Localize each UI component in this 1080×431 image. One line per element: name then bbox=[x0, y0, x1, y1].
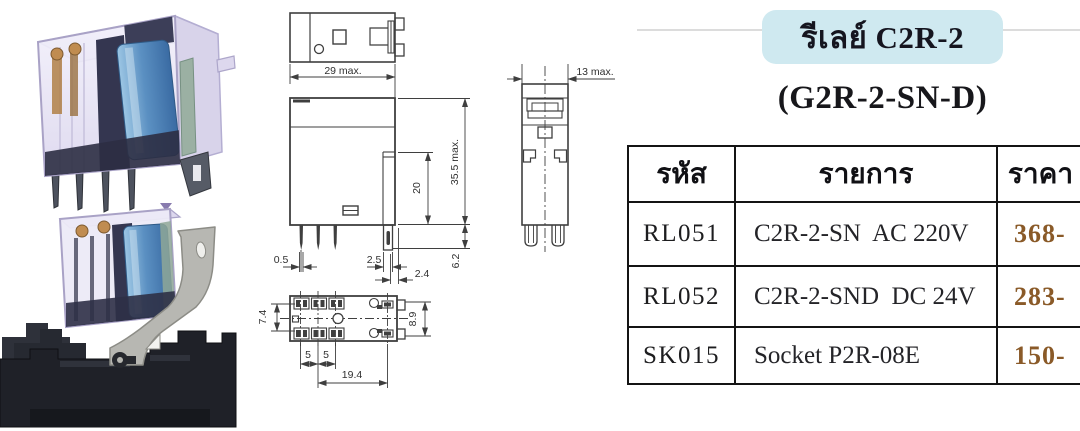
relay-socket-photo-art bbox=[0, 203, 237, 428]
dim-label-20: 20 bbox=[411, 182, 423, 194]
dim-label-35-5: 35.5 max. bbox=[449, 139, 461, 185]
col-header-price: ราคา bbox=[996, 145, 1080, 203]
front-view bbox=[289, 97, 396, 272]
table-header-row: รหัส รายการ ราคา bbox=[627, 145, 1080, 203]
side-view bbox=[521, 66, 569, 252]
dim-label-6-2: 6.2 bbox=[450, 254, 462, 269]
product-item: C2R-2-SND DC 24V bbox=[734, 265, 998, 328]
decorative-rule-right bbox=[1002, 29, 1080, 31]
product-price: 150- bbox=[996, 326, 1080, 385]
page-title: รีเลย์ C2R-2 bbox=[800, 20, 965, 55]
bottom-view-dimensions bbox=[271, 301, 431, 388]
dim-13max bbox=[507, 64, 615, 86]
col-header-code: รหัส bbox=[627, 145, 736, 203]
dim-label-8-9: 8.9 bbox=[407, 312, 419, 327]
price-table: รหัส รายการ ราคา RL051 C2R-2-SN AC 220V … bbox=[627, 145, 1080, 385]
dim-label-2-4: 2.4 bbox=[415, 268, 430, 280]
product-price: 368- bbox=[996, 201, 1080, 267]
table-row: RL051 C2R-2-SN AC 220V 368- bbox=[627, 201, 1080, 267]
dim-29max bbox=[289, 64, 396, 97]
product-code: RL051 bbox=[627, 201, 736, 267]
col-header-item: รายการ bbox=[734, 145, 998, 203]
product-code: RL052 bbox=[627, 265, 736, 328]
dim-label-19-4: 19.4 bbox=[342, 369, 363, 381]
relay-photo bbox=[12, 2, 252, 214]
relay-socket-photo bbox=[0, 203, 238, 431]
front-view-dimensions bbox=[283, 98, 470, 284]
top-view bbox=[289, 12, 405, 63]
dim-label-2-5: 2.5 bbox=[367, 254, 382, 266]
product-code: SK015 bbox=[627, 326, 736, 385]
dim-label-0-5: 0.5 bbox=[274, 254, 289, 266]
product-item: Socket P2R-08E bbox=[734, 326, 998, 385]
dimension-drawing: 29 max. bbox=[257, 12, 615, 388]
product-item: C2R-2-SN AC 220V bbox=[734, 201, 998, 267]
model-subtitle: (G2R-2-SN-D) bbox=[777, 80, 988, 116]
decorative-rule-left bbox=[637, 29, 762, 31]
dim-label-7-4: 7.4 bbox=[257, 310, 269, 325]
product-price: 283- bbox=[996, 265, 1080, 328]
table-row: RL052 C2R-2-SND DC 24V 283- bbox=[627, 265, 1080, 328]
dim-label-top-width: 29 max. bbox=[324, 65, 361, 77]
relay-photo-art bbox=[36, 14, 236, 213]
bottom-view bbox=[280, 291, 410, 346]
product-title-badge: รีเลย์ C2R-2 bbox=[762, 10, 1003, 64]
dim-label-side-width: 13 max. bbox=[576, 66, 613, 78]
dim-label-5a: 5 bbox=[305, 349, 311, 361]
table-row: SK015 Socket P2R-08E 150- bbox=[627, 326, 1080, 385]
dim-label-5b: 5 bbox=[323, 349, 329, 361]
